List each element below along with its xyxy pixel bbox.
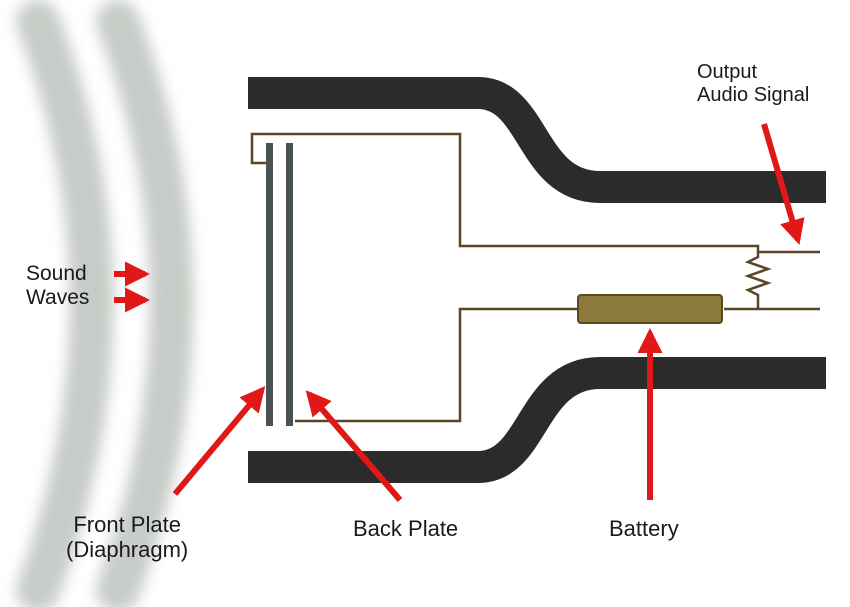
housing-bottom <box>248 357 826 483</box>
circuit-wires <box>250 132 820 423</box>
pointer-arrows <box>114 123 805 502</box>
output-audio-signal-label: Output Audio Signal <box>697 61 809 107</box>
bottom-wire <box>295 307 580 423</box>
back-plate-label: Back Plate <box>353 516 459 541</box>
sound-waves-label-line1: Sound <box>26 262 87 285</box>
front-plate-label-line1: Front Plate <box>73 512 181 537</box>
sound-waves-graphic <box>16 0 194 607</box>
front-plate-arrow <box>172 386 266 496</box>
back-plate <box>286 143 293 426</box>
front-plate-diaphragm <box>266 143 273 426</box>
battery-cell <box>577 294 723 324</box>
output-label-line2: Audio Signal <box>697 84 810 106</box>
sound-waves-label: Sound Waves <box>26 262 89 310</box>
sound-wave-arc-left <box>16 0 114 607</box>
front-plate-label: Front Plate (Diaphragm) <box>66 512 188 563</box>
load-resistor <box>744 252 772 309</box>
sound-wave-arc-right <box>96 0 194 607</box>
battery-label: Battery <box>609 516 679 541</box>
top-wire <box>250 132 760 252</box>
output-signal-arrow <box>761 123 805 245</box>
front-plate-label-line2: (Diaphragm) <box>66 537 189 563</box>
back-plate-arrow <box>305 390 403 502</box>
output-label-line1: Output <box>697 61 758 83</box>
housing-top <box>248 77 826 203</box>
sound-waves-label-line2: Waves <box>26 286 90 310</box>
